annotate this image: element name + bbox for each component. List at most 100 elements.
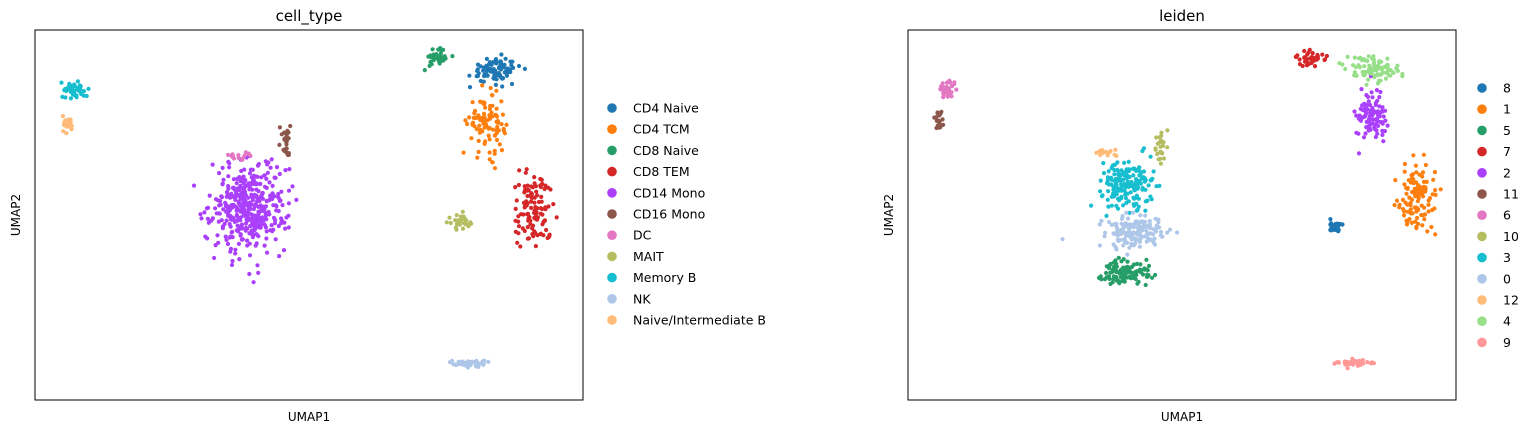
cell-point — [1430, 207, 1435, 213]
cell-point — [282, 220, 287, 225]
cell-point — [1410, 211, 1415, 216]
cell-point — [248, 207, 253, 212]
cell-point — [1121, 243, 1126, 248]
cell-point — [539, 194, 544, 199]
cell-point — [294, 197, 299, 202]
cell-point — [1312, 64, 1318, 69]
cell-point — [1122, 230, 1127, 235]
cell-point — [1125, 216, 1131, 221]
cell-point — [284, 142, 289, 147]
cell-point — [1427, 196, 1433, 201]
cell-point — [1336, 229, 1341, 234]
cell-point — [210, 162, 215, 167]
cell-point — [499, 52, 504, 57]
cell-point — [68, 119, 73, 124]
cell-point — [1105, 180, 1110, 185]
cell-point — [941, 122, 946, 127]
cell-point — [288, 123, 293, 129]
cell-point — [469, 136, 474, 141]
cell-point — [941, 85, 946, 90]
cell-point — [66, 85, 71, 90]
cell-point — [276, 191, 281, 197]
cell-point — [1131, 243, 1136, 248]
cell-point — [234, 214, 240, 219]
legend-label: CD8 TEM — [633, 164, 690, 179]
cell-point — [1354, 113, 1359, 118]
cell-point — [482, 119, 487, 124]
cell-point — [1135, 207, 1140, 212]
cell-point — [477, 130, 482, 135]
cell-point — [542, 186, 547, 192]
cell-point — [241, 192, 247, 197]
cell-point — [481, 362, 486, 367]
cell-point — [949, 90, 954, 95]
cell-point — [1167, 227, 1173, 232]
cell-point — [276, 223, 281, 229]
cell-point — [954, 87, 959, 92]
cell-point — [222, 221, 227, 227]
cell-point — [1124, 210, 1129, 215]
cell-point — [1114, 153, 1119, 158]
cell-point — [241, 196, 247, 201]
cell-point — [1117, 174, 1122, 179]
cell-point — [1328, 217, 1333, 222]
cell-point — [280, 203, 285, 208]
cell-point — [1438, 187, 1443, 192]
cell-point — [1135, 229, 1141, 234]
cell-point — [483, 139, 488, 144]
cell-point — [1322, 57, 1327, 63]
cell-point — [1336, 360, 1341, 365]
cell-point — [1422, 205, 1427, 210]
cell-point — [1380, 128, 1385, 133]
cell-point — [1158, 229, 1164, 235]
cell-point — [251, 173, 256, 178]
cell-point — [1135, 269, 1140, 274]
cell-point — [1123, 233, 1129, 238]
legend-marker — [1477, 104, 1487, 114]
legend-marker — [1477, 168, 1487, 178]
cell-point — [1365, 360, 1370, 365]
cell-point — [430, 47, 435, 52]
cell-point — [1380, 108, 1385, 113]
cell-point — [1136, 237, 1141, 242]
cell-point — [61, 129, 66, 134]
cell-point — [59, 80, 64, 85]
cell-point — [238, 233, 243, 238]
cell-point — [1107, 150, 1112, 155]
cell-point — [467, 73, 472, 78]
cell-point — [526, 188, 531, 193]
cell-point — [499, 99, 504, 104]
cell-point — [1106, 204, 1111, 209]
cell-point — [467, 115, 472, 120]
cell-point — [228, 224, 233, 229]
cell-point — [1363, 131, 1368, 136]
legend-label: Memory B — [633, 270, 696, 285]
cell-point — [245, 243, 250, 248]
cell-point — [1146, 263, 1152, 268]
cell-point — [240, 157, 245, 162]
cell-point — [504, 122, 509, 127]
cell-point — [1413, 219, 1418, 224]
cell-point — [1115, 237, 1120, 243]
cell-point — [231, 177, 236, 182]
cell-point — [1366, 77, 1371, 82]
cell-point — [1149, 197, 1154, 202]
legend-label: 10 — [1503, 229, 1519, 244]
cell-point — [1411, 153, 1416, 158]
cell-point — [224, 202, 229, 208]
cell-point — [271, 215, 277, 220]
cell-point — [1100, 193, 1105, 198]
cell-point — [494, 88, 499, 93]
cell-point — [213, 197, 219, 202]
cell-point — [252, 192, 257, 197]
cell-point — [938, 125, 943, 130]
cell-point — [444, 220, 449, 225]
cell-point — [258, 181, 263, 187]
cell-point — [538, 232, 543, 237]
cell-point — [496, 73, 501, 78]
cell-point — [1133, 219, 1139, 224]
chart-title: leiden — [1159, 7, 1205, 25]
cell-point — [229, 217, 234, 222]
cell-point — [1131, 166, 1136, 171]
cell-point — [1114, 261, 1119, 266]
